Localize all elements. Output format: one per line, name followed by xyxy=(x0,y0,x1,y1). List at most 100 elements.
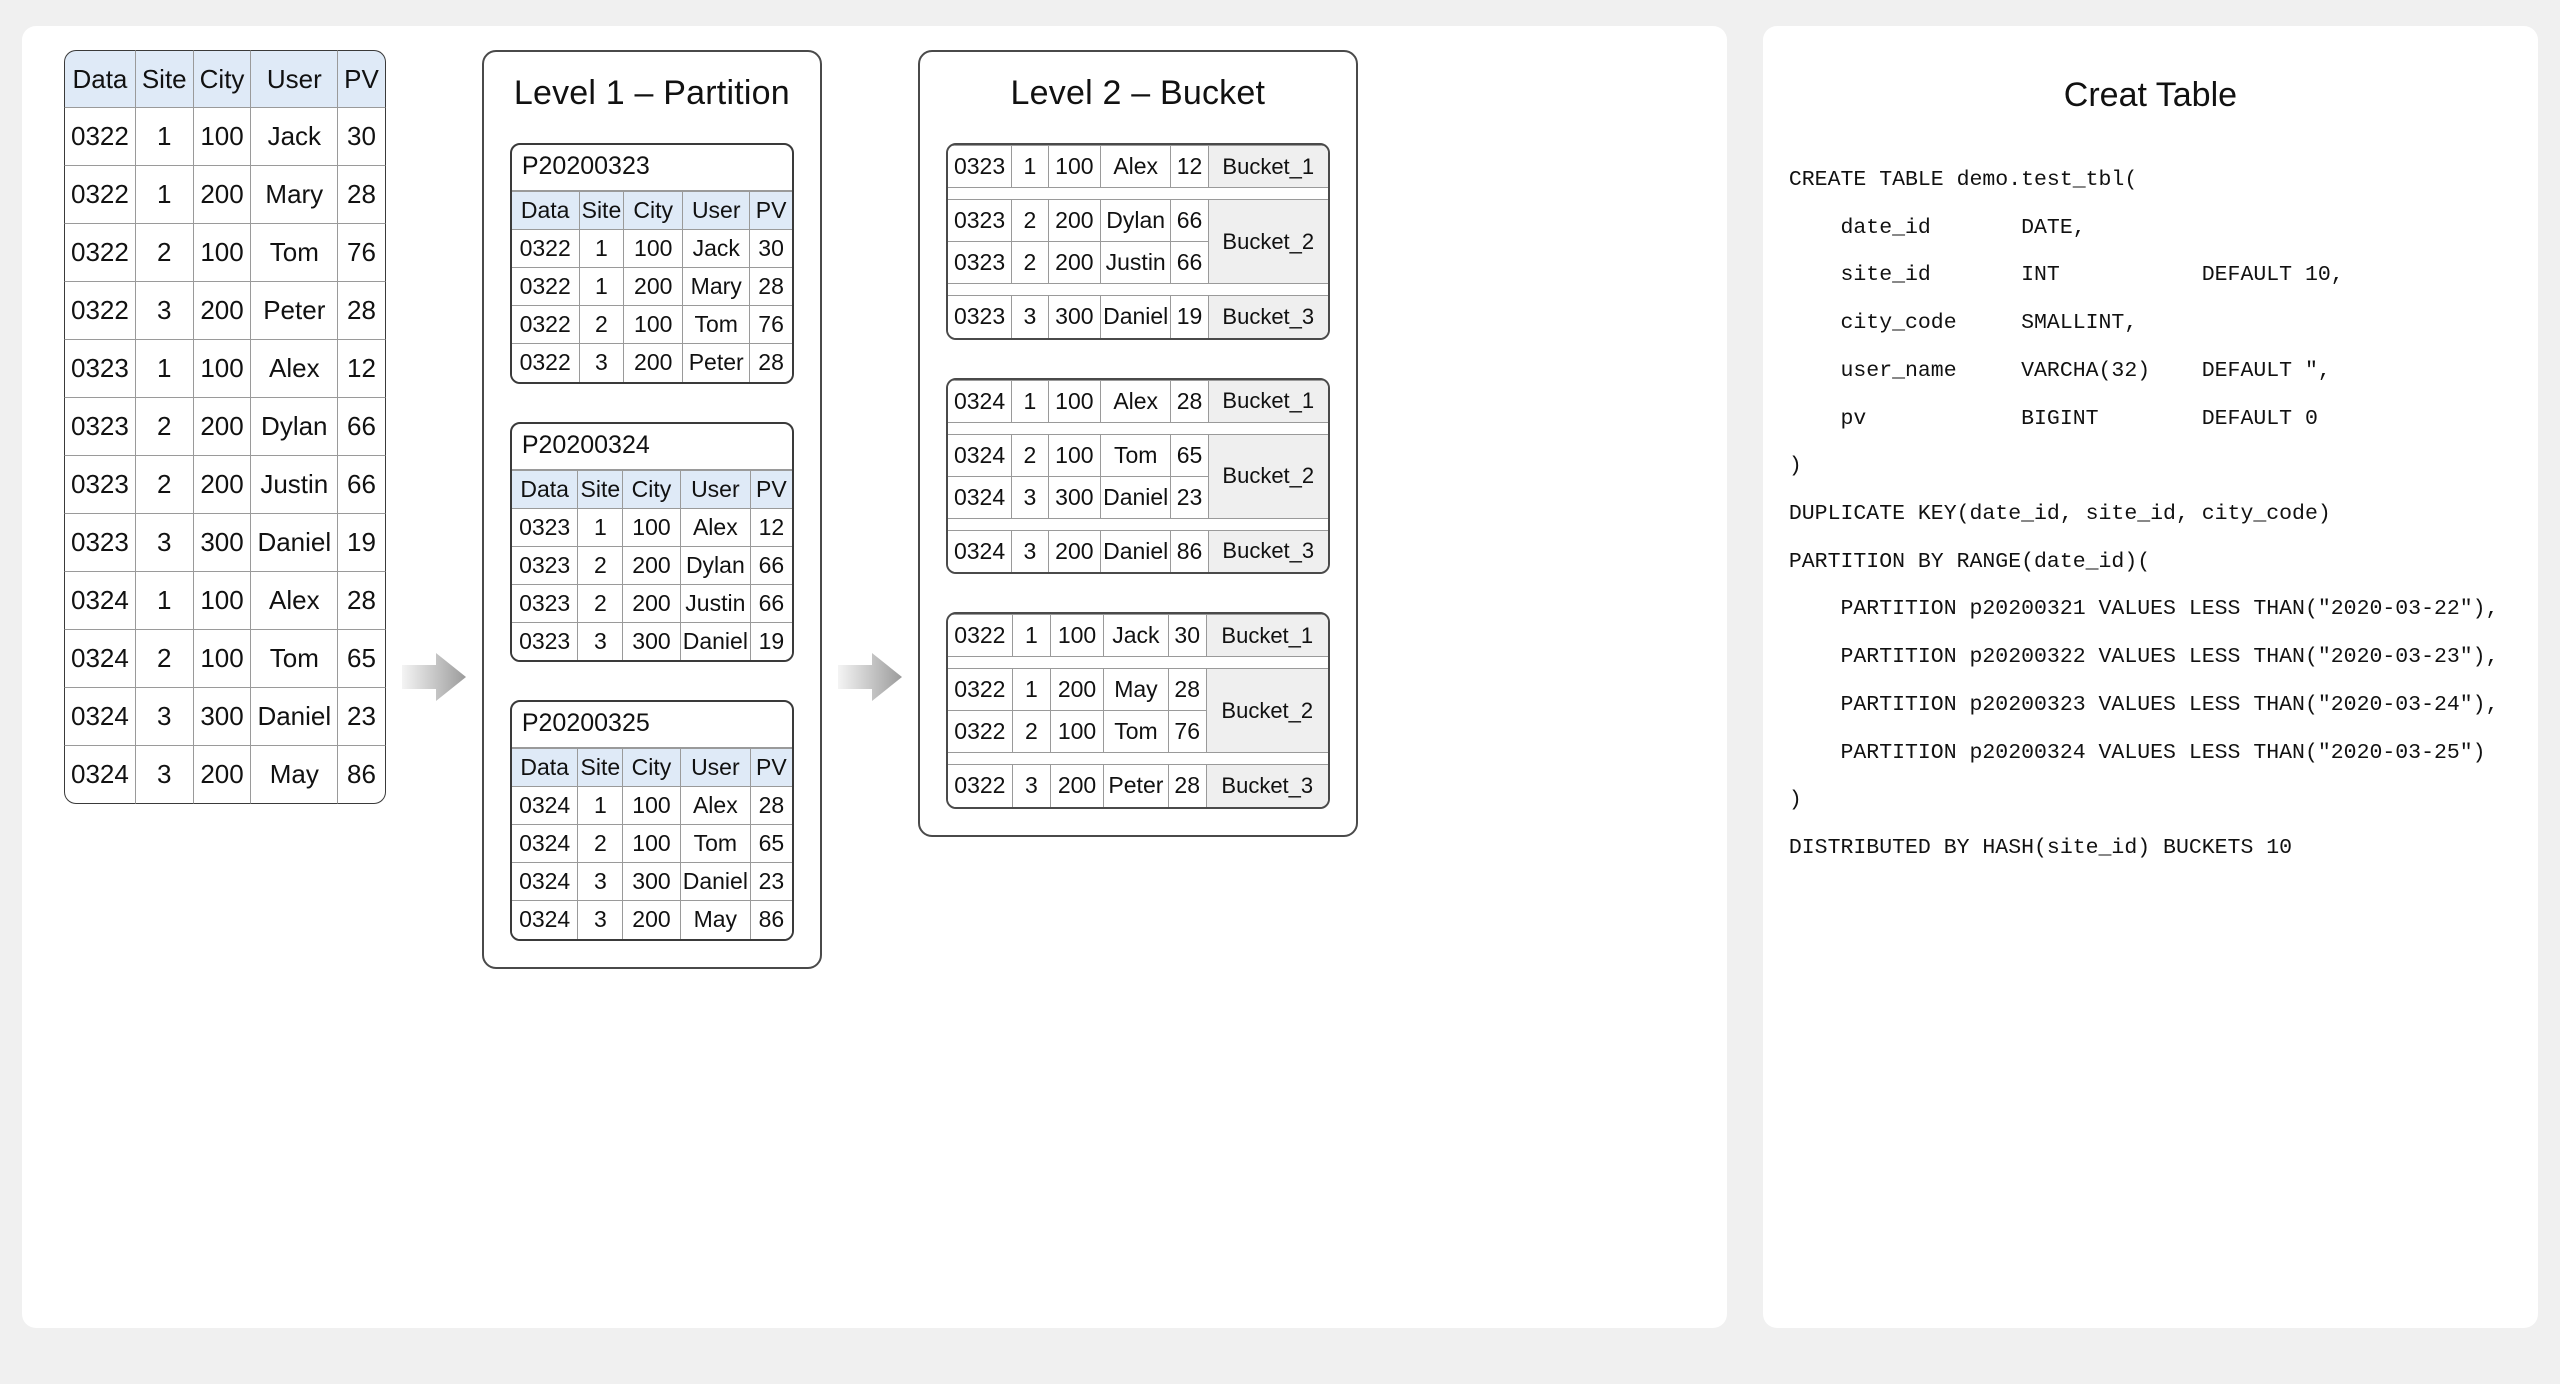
cell-data: 0322 xyxy=(511,229,580,268)
cell-user: Tom xyxy=(251,630,339,688)
cell-site: 2 xyxy=(1011,710,1051,753)
cell-data: 0322 xyxy=(64,166,136,224)
cell-pv: 76 xyxy=(1167,710,1207,753)
cell-data: 0324 xyxy=(511,900,579,939)
cell-data: 0322 xyxy=(947,764,1013,807)
cell-data: 0323 xyxy=(511,621,579,660)
cell-data: 0322 xyxy=(947,614,1013,657)
bucket-label: Bucket_2 xyxy=(1207,199,1328,284)
cell-pv: 30 xyxy=(338,108,386,166)
arrow-1-container xyxy=(386,26,482,1328)
cell-site: 1 xyxy=(1011,145,1049,188)
cell-city: 100 xyxy=(193,108,252,166)
bucket-separator xyxy=(947,517,1328,531)
cell-city: 200 xyxy=(1049,764,1105,807)
sql-panel-title: Creat Table xyxy=(2063,76,2238,114)
cell-data: 0323 xyxy=(511,583,579,623)
column-header-data: Data xyxy=(511,191,580,230)
cell-data: 0323 xyxy=(947,199,1013,242)
cell-site: 2 xyxy=(578,305,625,344)
cell-user: Alex xyxy=(251,572,339,630)
cell-site: 1 xyxy=(1011,614,1051,657)
cell-city: 200 xyxy=(1047,529,1102,572)
cell-data: 0323 xyxy=(64,514,136,572)
cell-pv: 65 xyxy=(338,630,386,688)
cell-site: 3 xyxy=(1011,529,1049,572)
column-header-site: Site xyxy=(577,469,624,509)
column-header-site: Site xyxy=(577,748,624,787)
cell-site: 1 xyxy=(1011,379,1049,423)
column-header-user: User xyxy=(679,748,751,787)
column-header-city: City xyxy=(622,748,681,787)
cell-city: 100 xyxy=(1049,614,1105,657)
cell-site: 1 xyxy=(1011,668,1051,711)
column-header-user: User xyxy=(251,50,339,108)
cell-user: Daniel xyxy=(1100,475,1172,519)
cell-pv: 65 xyxy=(1170,433,1209,477)
cell-pv: 28 xyxy=(1167,668,1207,711)
cell-city: 100 xyxy=(622,786,681,825)
cell-city: 100 xyxy=(193,572,252,630)
cell-data: 0322 xyxy=(511,305,580,344)
cell-user: Peter xyxy=(251,282,339,340)
bucket-label: Bucket_3 xyxy=(1207,295,1328,338)
bucket-label: Bucket_2 xyxy=(1205,668,1328,753)
cell-pv: 23 xyxy=(749,862,792,901)
cell-user: Peter xyxy=(1103,764,1169,807)
partition-name: P20200323 xyxy=(511,145,792,191)
cell-site: 3 xyxy=(135,688,194,746)
cell-user: Alex xyxy=(1100,145,1172,188)
cell-user: Tom xyxy=(682,305,751,344)
cell-data: 0323 xyxy=(947,241,1013,284)
cell-data: 0324 xyxy=(64,746,136,804)
cell-pv: 28 xyxy=(749,786,792,825)
sql-code-block: CREATE TABLE demo.test_tbl( date_id DATE… xyxy=(1788,168,2499,861)
cell-city: 100 xyxy=(622,507,681,547)
bucket-label: Bucket_1 xyxy=(1205,614,1328,657)
cell-city: 100 xyxy=(1047,433,1102,477)
cell-user: Dylan xyxy=(1100,199,1172,242)
cell-city: 300 xyxy=(622,621,681,660)
cell-city: 200 xyxy=(622,900,681,939)
cell-pv: 28 xyxy=(338,166,386,224)
cell-pv: 76 xyxy=(338,224,386,282)
cell-pv: 65 xyxy=(749,824,792,863)
column-header-city: City xyxy=(622,469,681,509)
spacer-cell xyxy=(947,283,1328,296)
cell-site: 3 xyxy=(1011,764,1051,807)
column-header-site: Site xyxy=(135,50,194,108)
cell-data: 0324 xyxy=(511,824,579,863)
cell-pv: 23 xyxy=(338,688,386,746)
cell-site: 2 xyxy=(577,583,624,623)
cell-city: 200 xyxy=(622,545,681,585)
right-arrow-icon xyxy=(837,653,902,701)
cell-city: 200 xyxy=(1047,241,1102,284)
cell-user: Alex xyxy=(1100,379,1172,423)
cell-user: Mary xyxy=(251,166,339,224)
spacer-cell xyxy=(947,187,1328,200)
cell-site: 3 xyxy=(578,343,625,382)
